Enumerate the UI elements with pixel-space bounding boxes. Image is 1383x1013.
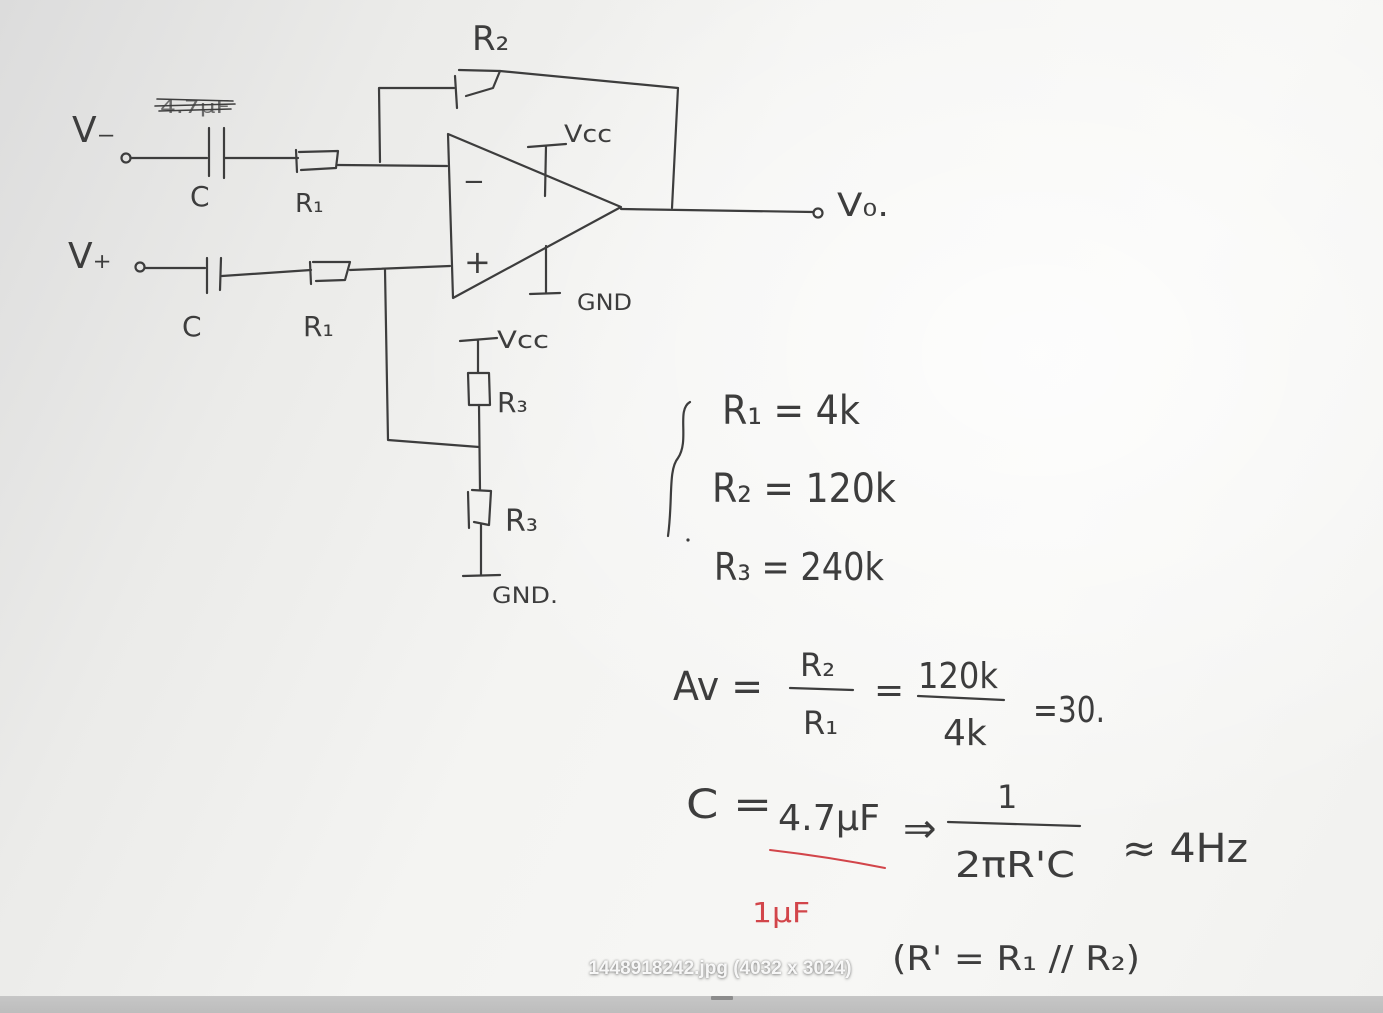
divider-ground-rail: [461, 573, 502, 578]
gain-frac2-denominator: 4k: [943, 713, 987, 754]
inverting-input-path: V₋ C R₁ 4.7μF: [72, 97, 449, 219]
noninverting-resistor-label: R₁: [303, 310, 334, 343]
struck-out-scribble: [154, 98, 236, 112]
cutoff-capacitor-value: 4.7μF: [778, 798, 880, 839]
cutoff-result: ≈ 4Hz: [1122, 826, 1248, 872]
divider-lower-resistor-label: R₃: [505, 504, 538, 539]
divider-ground-label: GND.: [492, 584, 558, 609]
value-r3: R₃ = 240k: [714, 545, 884, 589]
viewer-scroll-indicator: [711, 996, 733, 1000]
inverting-input-terminal: [120, 152, 132, 164]
gain-frac1-numerator: R₂: [800, 646, 835, 684]
noninverting-input-label: V₊: [68, 236, 112, 277]
gain-frac1-denominator: R₁: [803, 704, 838, 742]
bias-divider: Vcc R₃ R₃ GND.: [383, 268, 558, 609]
noninverting-input-terminal: [134, 261, 146, 273]
feedback-resistor-label: R₂: [472, 19, 509, 59]
divider-supply-rail: [458, 336, 499, 374]
struck-out-note: 4.7μF: [160, 97, 230, 118]
gain-equals: =: [874, 670, 904, 711]
opamp-supply-label: Vcc: [564, 120, 612, 148]
output-terminal: [812, 207, 824, 219]
gain-result: =30.: [1033, 690, 1105, 731]
cutoff-denominator: 2πR'C: [955, 845, 1075, 886]
gain-frac2-bar: [916, 694, 1006, 702]
gain-equation: Av = R₂ R₁ = 120k 4k =30.: [673, 646, 1105, 754]
divider-lower-resistor: [466, 488, 493, 530]
parallel-resistance-note: (R' = R₁ // R₂): [892, 939, 1140, 979]
cutoff-lhs: C =: [686, 782, 772, 828]
inverting-wire-3: [336, 163, 449, 168]
feedback-resistor-r2: [453, 68, 502, 110]
component-values: R₁ = 4k R₂ = 120k R₃ = 240k: [666, 388, 897, 589]
divider-mid-wire: [477, 403, 482, 492]
feedback-wire-right: [498, 69, 680, 210]
cutoff-equation: C = 4.7μF ⇒ 1 2πR'C ≈ 4Hz 1μF (R' = R₁ /…: [686, 778, 1248, 979]
opamp-plus-sign: +: [464, 243, 491, 281]
opamp-minus-sign: −: [463, 167, 485, 197]
gain-lhs: Av =: [673, 664, 763, 710]
output-wire: [619, 207, 815, 214]
cutoff-numerator: 1: [997, 778, 1017, 816]
opamp-supply-rail: [526, 142, 568, 198]
noninverting-wire-3: [348, 264, 452, 272]
inverting-capacitor-label: C: [190, 180, 210, 213]
divider-tap-wire: [383, 268, 481, 449]
divider-upper-resistor-label: R₃: [497, 386, 528, 419]
value-r2: R₂ = 120k: [712, 466, 897, 512]
gain-frac1-bar: [788, 686, 855, 692]
opamp-triangle: [446, 132, 623, 300]
viewer-bottom-edge: [0, 996, 1383, 1013]
brace-dot: [686, 538, 690, 542]
image-filename-caption: 1448918242.jpg (4032 x 3024): [588, 958, 852, 979]
noninverting-wire-2: [220, 268, 313, 278]
opamp: − + Vcc GND: [446, 120, 632, 316]
capacitor-value-underline: [769, 849, 886, 869]
noninverting-capacitor-label: C: [182, 310, 202, 343]
inverting-input-label: V₋: [72, 110, 116, 151]
value-r1: R₁ = 4k: [722, 388, 861, 434]
capacitor-correction: 1μF: [752, 896, 810, 929]
inverting-resistor-label: R₁: [295, 189, 324, 219]
cutoff-fraction-bar: [946, 820, 1082, 828]
opamp-ground-label: GND: [577, 291, 632, 316]
cutoff-implies: ⇒: [903, 806, 937, 852]
output-label: V₀.: [837, 186, 889, 224]
gain-frac2-numerator: 120k: [918, 656, 998, 697]
inverting-capacitor: [207, 126, 226, 180]
noninverting-capacitor: [205, 256, 223, 295]
divider-supply-label: Vcc: [497, 326, 549, 354]
feedback-wire-left: [377, 86, 456, 164]
noninverting-resistor-r1: [308, 260, 352, 286]
noninverting-input-path: V₊ C R₁: [68, 236, 452, 343]
feedback-network: R₂: [377, 19, 680, 210]
values-brace: [666, 400, 692, 538]
output: V₀.: [619, 186, 889, 224]
opamp-ground-rail: [528, 244, 562, 296]
divider-upper-resistor: [466, 371, 492, 407]
inverting-resistor-r1: [294, 148, 340, 174]
